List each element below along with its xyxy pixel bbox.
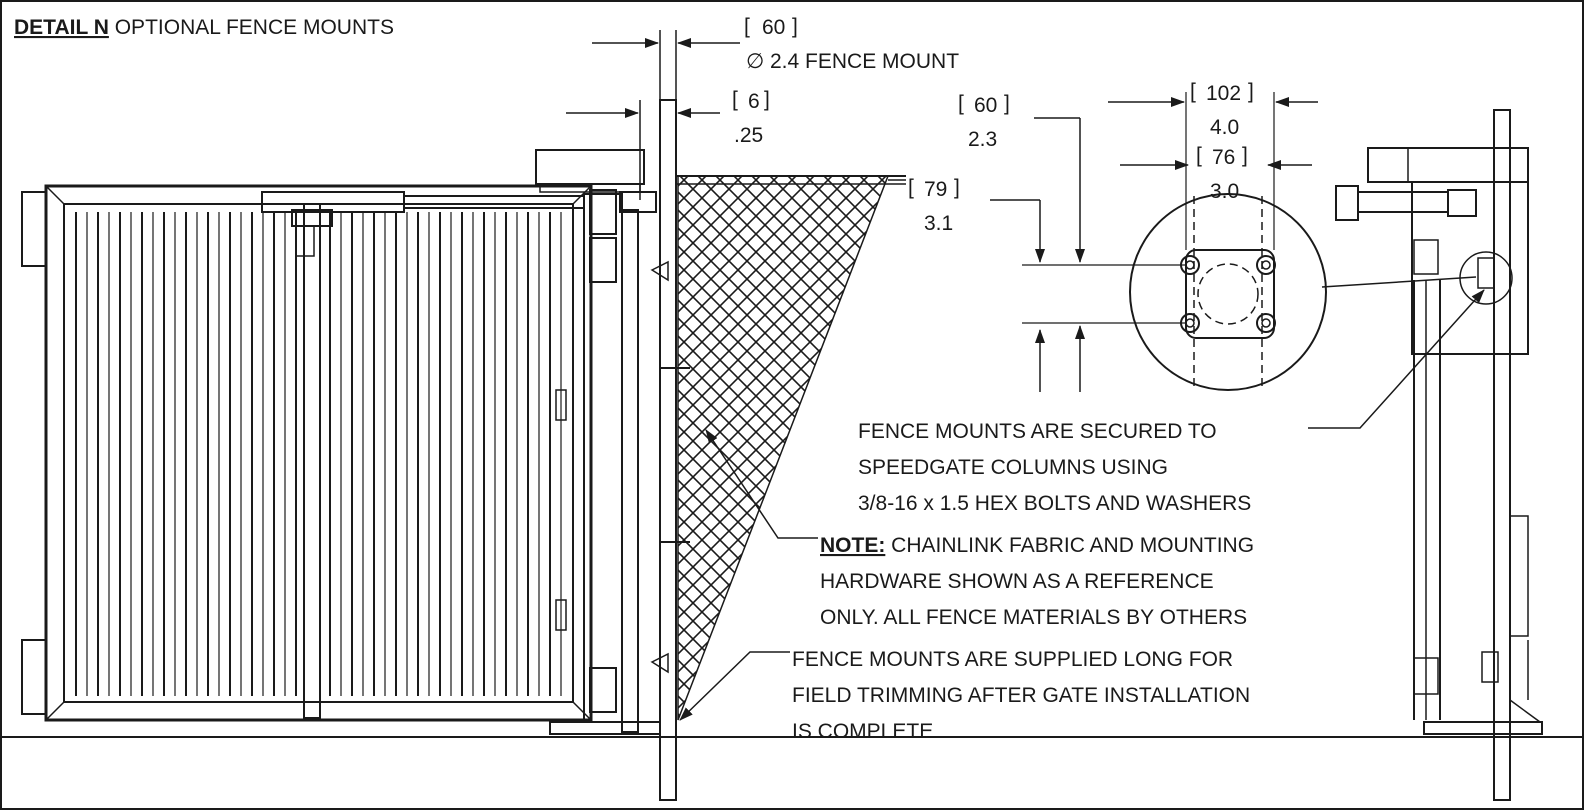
note-secured-line1: FENCE MOUNTS ARE SECURED TO (858, 420, 1217, 443)
note-supplied-line2: FIELD TRIMMING AFTER GATE INSTALLATION (792, 684, 1250, 707)
dim-bracket: [ (732, 88, 738, 111)
dim-bolt-vertical-mm: 60 (974, 94, 997, 117)
detail-text: OPTIONAL FENCE MOUNTS (109, 16, 394, 39)
dim-bolt-spacing-in: 3.0 (1210, 180, 1239, 203)
dim-bracket-width-mm: 102 (1206, 82, 1241, 105)
leader-lines (679, 289, 1485, 721)
detail-label: DETAIL N (14, 16, 109, 39)
detail-title: DETAIL N OPTIONAL FENCE MOUNTS (14, 16, 394, 39)
dim-bracket: ] (1242, 144, 1248, 167)
dim-bracket: ] (764, 88, 770, 111)
note-supplied-line1: FENCE MOUNTS ARE SUPPLIED LONG FOR (792, 648, 1233, 671)
dim-bracket: ] (792, 15, 798, 38)
dimension-lines (566, 30, 1318, 392)
dim-bracket: [ (958, 92, 964, 115)
dim-bracket-width-in: 4.0 (1210, 116, 1239, 139)
dim-offset-mm: 6 (748, 90, 760, 113)
note-label: NOTE: (820, 534, 885, 557)
note-secured-line3: 3/8-16 x 1.5 HEX BOLTS AND WASHERS (858, 492, 1251, 515)
dim-fence-mount-in: 2.4 FENCE MOUNT (770, 50, 959, 73)
speedgate-side-view (1335, 109, 1543, 801)
note-line1-text: CHAINLINK FABRIC AND MOUNTING (885, 534, 1254, 557)
dim-fence-mount-mm: 60 (762, 16, 785, 39)
dim-bracket: ] (1004, 92, 1010, 115)
dim-bracket: [ (1196, 144, 1202, 167)
dim-bracket: ] (954, 176, 960, 199)
note-chainlink-line1: NOTE: CHAINLINK FABRIC AND MOUNTING (820, 534, 1254, 557)
bolt-pattern-detail (1129, 193, 1477, 391)
speedgate-front-view (21, 149, 661, 735)
note-supplied-line3: IS COMPLETE (792, 720, 933, 743)
dim-bolt-spacing-mm: 76 (1212, 146, 1235, 169)
dim-top-offset-mm: 79 (924, 178, 947, 201)
dim-bracket: [ (908, 176, 914, 199)
dim-bolt-vertical-in: 2.3 (968, 128, 997, 151)
note-chainlink-line3: ONLY. ALL FENCE MATERIALS BY OTHERS (820, 606, 1247, 629)
dim-bracket: ] (1248, 80, 1254, 103)
dim-offset-in: .25 (734, 124, 763, 147)
dim-bracket: [ (1190, 80, 1196, 103)
note-chainlink-line2: HARDWARE SHOWN AS A REFERENCE (820, 570, 1214, 593)
diameter-symbol: ∅ (746, 50, 764, 73)
chainlink-fabric (676, 175, 906, 721)
dim-bracket: [ (744, 15, 750, 38)
note-secured-line2: SPEEDGATE COLUMNS USING (858, 456, 1168, 479)
dim-top-offset-in: 3.1 (924, 212, 953, 235)
